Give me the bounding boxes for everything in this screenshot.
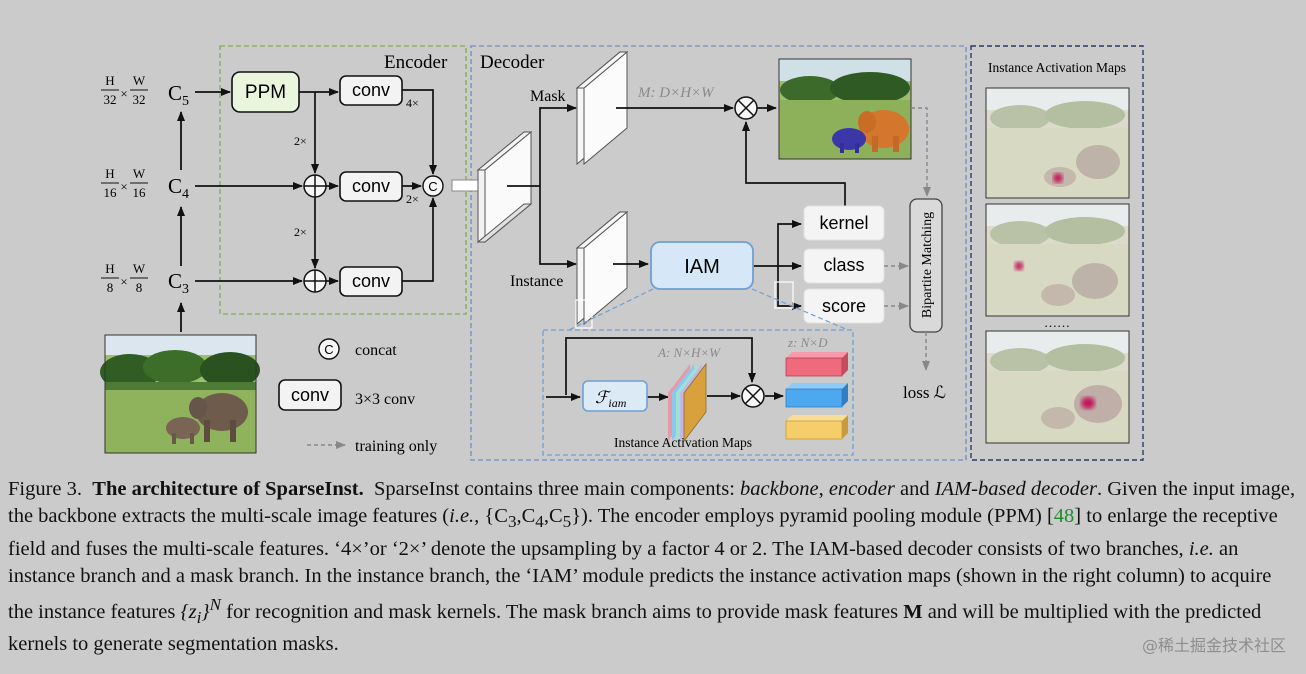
input-image [100, 334, 260, 454]
detail-connector-lines [568, 288, 849, 331]
scale-c5: H 32 × W 32 [101, 73, 148, 107]
bipartite-matching-label: Bipartite Matching [920, 212, 935, 318]
legend-conv-desc: 3×3 conv [355, 391, 415, 408]
svg-text:H: H [105, 166, 114, 181]
f-iam-label: ℱiam [595, 388, 627, 410]
svg-text:×: × [120, 179, 127, 194]
svg-text:W: W [133, 166, 146, 181]
architecture-diagram: Encoder Decoder Instance Activation Maps… [100, 45, 1144, 461]
iam-detail-caption: Instance Activation Maps [614, 435, 752, 450]
svg-text:W: W [133, 73, 146, 88]
instance-feature-map [575, 210, 629, 326]
decoder-title: Decoder [480, 52, 545, 73]
legend-concat-label: concat [355, 342, 397, 359]
mask-feature-map [575, 50, 629, 166]
figure-number: Figure 3. [8, 478, 83, 500]
head-crop-marker [774, 281, 794, 309]
watermark: @稀土掘金技术社区 [1141, 636, 1286, 655]
feature-c5: C5 [168, 81, 189, 109]
upsample-4x: 4× [406, 96, 419, 110]
decoder-feature-map [476, 130, 533, 244]
kernel-head [803, 205, 885, 241]
z-label: z: N×D [787, 335, 828, 350]
svg-text:32: 32 [104, 92, 117, 107]
instance-feature-blue [785, 383, 848, 408]
score-head-label: score [822, 296, 866, 316]
mask-branch-label: Mask [530, 88, 566, 105]
right-column-title: Instance Activation Maps [988, 60, 1126, 75]
sum-node-c3 [303, 269, 327, 293]
instance-crop-marker [575, 299, 593, 329]
training-arrows [884, 107, 931, 371]
activation-map-3 [985, 330, 1130, 444]
decoder-branch-arrows [507, 104, 577, 268]
svg-text:H: H [105, 261, 114, 276]
multiply-node-detail [741, 384, 765, 408]
conv-label-c4: conv [352, 176, 390, 196]
figure-caption: Figure 3. The architecture of SparseInst… [8, 478, 1296, 656]
encoder-arrows [195, 88, 437, 285]
activation-map-2 [985, 203, 1130, 317]
concat-node [422, 175, 444, 197]
instance-feature-yellow [785, 415, 848, 440]
legend-conv-box [278, 379, 342, 411]
detail-arrows [546, 337, 784, 401]
f-iam-block [582, 380, 648, 412]
concat-output-connector [451, 179, 479, 192]
mask-features-label: M: D×H×W [637, 85, 715, 101]
svg-text:W: W [133, 261, 146, 276]
legend-concat-symbol: C [324, 342, 333, 357]
encoder-title: Encoder [384, 52, 448, 73]
feature-c4: C4 [168, 174, 189, 202]
upsample-2x-c: 2× [406, 192, 419, 206]
iam-module [650, 241, 754, 290]
feature-c3: C3 [168, 269, 189, 297]
upsample-2x-b: 2× [294, 225, 307, 239]
svg-text:H: H [105, 73, 114, 88]
loss-label: loss ℒ [903, 383, 946, 402]
instance-branch-label: Instance [510, 273, 563, 290]
multiply-node-top [734, 96, 758, 120]
conv-label-c3: conv [352, 271, 390, 291]
svg-text:8: 8 [136, 280, 143, 295]
decoder-panel [470, 45, 967, 461]
activation-map-stack [668, 362, 707, 443]
svg-text:16: 16 [104, 185, 118, 200]
concat-node-label: C [428, 179, 437, 194]
iam-detail-panel [542, 329, 854, 456]
activation-maps-ellipsis: …… [1044, 315, 1070, 330]
activation-maps-panel [970, 45, 1144, 461]
instance-feature-red [785, 352, 848, 377]
conv-label-c5: conv [352, 80, 390, 100]
iam-label: IAM [684, 256, 720, 278]
svg-text:×: × [120, 86, 127, 101]
citation-link[interactable]: 48 [1053, 505, 1075, 528]
legend-conv-label: conv [291, 385, 329, 405]
kernel-head-label: kernel [819, 213, 868, 233]
figure-title: The architecture of SparseInst. [92, 478, 364, 500]
sum-node-c4 [303, 174, 327, 198]
activation-map-1 [985, 87, 1130, 199]
scale-c3: H 8 × W 8 [101, 261, 148, 295]
scale-c4: H 16 × W 16 [101, 166, 148, 200]
svg-text:×: × [120, 274, 127, 289]
svg-text:8: 8 [107, 280, 114, 295]
svg-text:32: 32 [133, 92, 146, 107]
class-head-label: class [823, 255, 864, 275]
legend-concat-icon [318, 338, 340, 360]
svg-text:16: 16 [133, 185, 147, 200]
a-label: A: N×H×W [657, 345, 721, 360]
mask-arrows [616, 104, 846, 208]
upsample-2x-a: 2× [294, 134, 307, 148]
legend-training-label: training only [355, 438, 437, 455]
ppm-label: PPM [245, 82, 286, 103]
output-mask-image [778, 58, 912, 160]
